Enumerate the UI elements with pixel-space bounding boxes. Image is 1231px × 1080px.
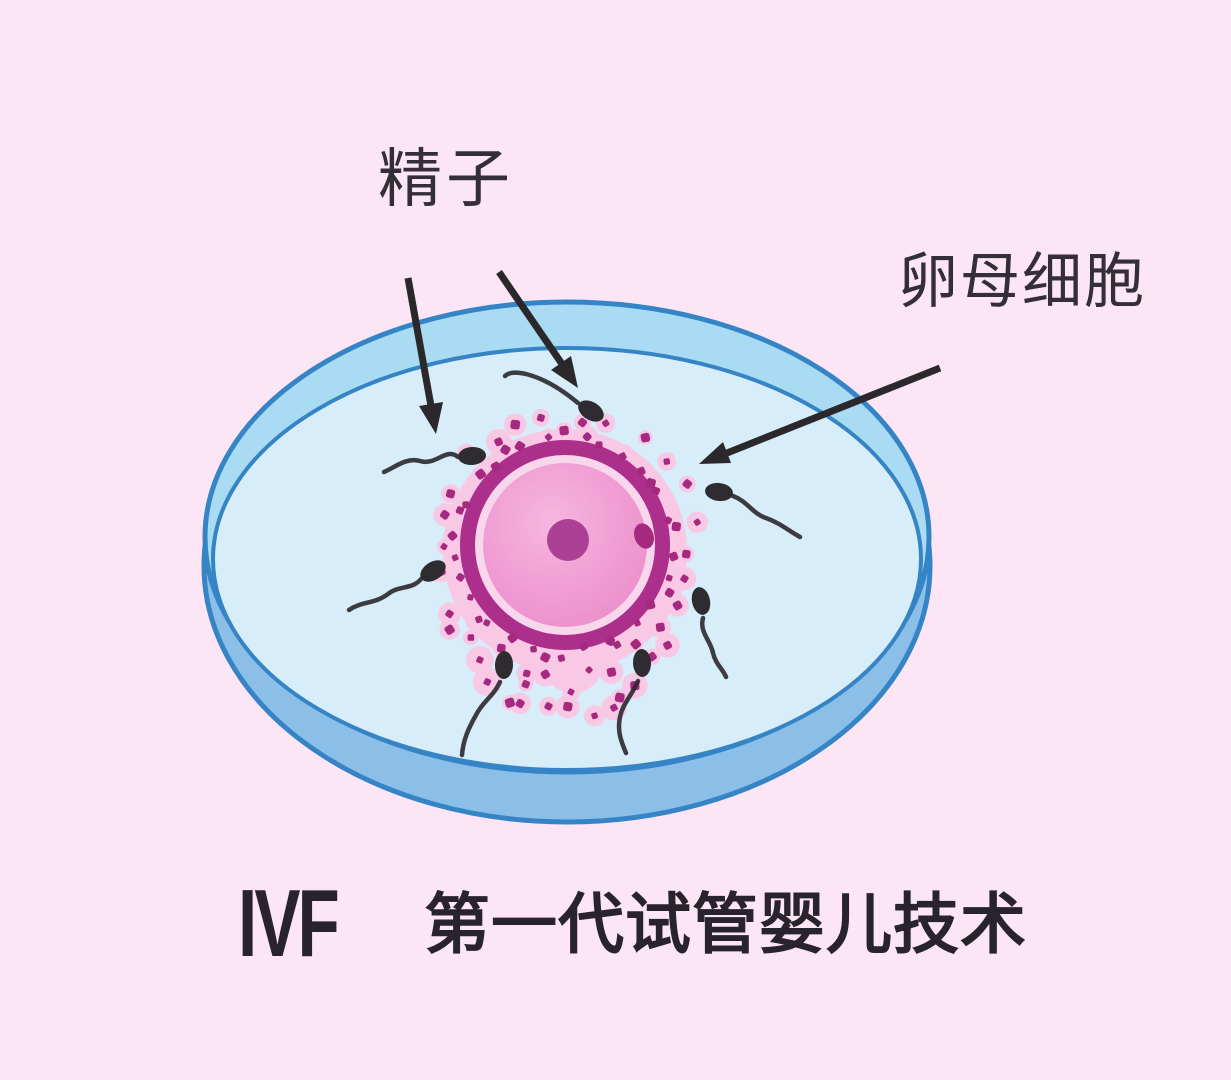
sperm-icon [346,560,446,613]
oocyte-label: 卵母细胞 [898,248,1146,315]
sperm-icon [459,651,514,758]
oocyte-cell [429,409,708,727]
arrowhead-icon [699,442,731,464]
sperm-icon [616,649,652,756]
caption-subtitle: 第一代试管婴儿技术 [424,887,1027,961]
arrowhead-icon [551,356,578,388]
arrowhead-icon [419,402,443,434]
polar-body [634,523,654,549]
sperm-label: 精子 [378,143,514,215]
sperm-icon [502,370,604,422]
sperm-group [346,370,803,758]
sperm-icon [705,482,803,540]
caption-acronym: IVF [238,870,340,977]
sperm-arrow-right [496,270,578,388]
oocyte-arrow [699,364,942,464]
sperm-arrow-left [404,277,443,434]
sperm-icon [381,446,486,475]
sperm-icon [691,587,729,680]
annotation-arrows [404,270,942,464]
nucleus [547,519,589,561]
